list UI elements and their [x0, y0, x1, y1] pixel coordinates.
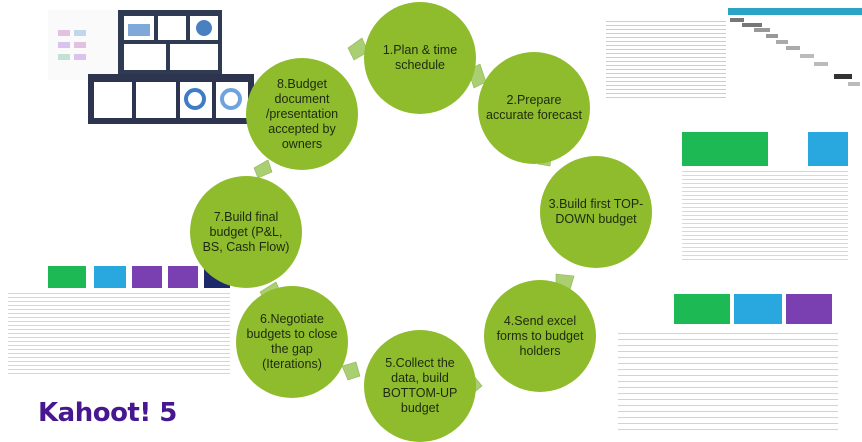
step-3-label: 3.Build first TOP-DOWN budget: [548, 197, 644, 226]
step-8-circle: 8.Budget document /presentation accepted…: [246, 58, 358, 170]
gantt-thumbnail: [606, 8, 862, 108]
step-6-label: 6.Negotiate budgets to close the gap (It…: [246, 312, 338, 371]
step-2-circle: 2.Prepare accurate forecast: [478, 52, 590, 164]
step-1-label: 1.Plan & time schedule: [382, 43, 458, 72]
step-5-label: 5.Collect the data, build BOTTOM-UP budg…: [382, 356, 458, 415]
step-7-label: 7.Build final budget (P&L, BS, Cash Flow…: [202, 209, 290, 254]
step-4-circle: 4.Send excel forms to budget holders: [484, 280, 596, 392]
arrow-5-to-6: [341, 361, 361, 381]
step-3-circle: 3.Build first TOP-DOWN budget: [540, 156, 652, 268]
arrow-7-to-8: [253, 159, 273, 179]
step-8-label: 8.Budget document /presentation accepted…: [265, 76, 339, 151]
budget-table-thumbnail-bottom-right: [618, 284, 850, 434]
step-2-label: 2.Prepare accurate forecast: [486, 93, 582, 122]
forecast-table-thumbnail-right: [680, 130, 850, 262]
step-5-circle: 5.Collect the data, build BOTTOM-UP budg…: [364, 330, 476, 442]
step-7-circle: 7.Build final budget (P&L, BS, Cash Flow…: [190, 176, 302, 288]
kahoot-logo-text: Kahoot! 5: [38, 398, 177, 428]
step-6-circle: 6.Negotiate budgets to close the gap (It…: [236, 286, 348, 398]
dashboard-thumbnail: [48, 10, 254, 124]
step-4-label: 4.Send excel forms to budget holders: [496, 313, 584, 358]
step-1-circle: 1.Plan & time schedule: [364, 2, 476, 114]
